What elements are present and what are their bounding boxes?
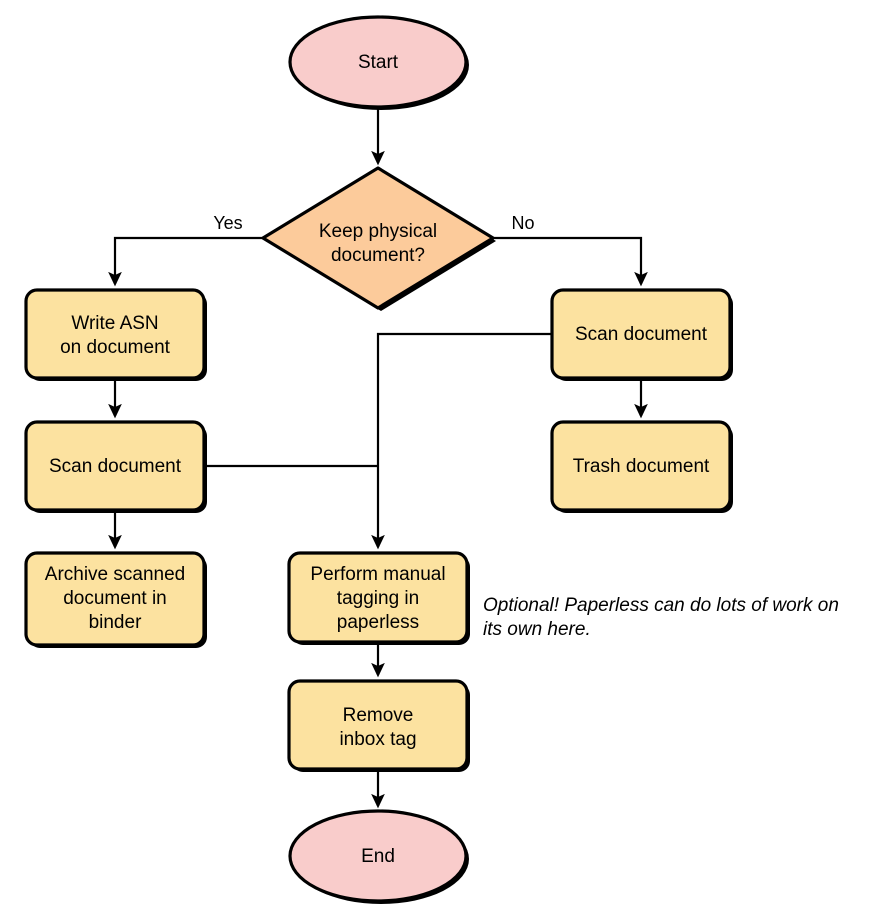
node-archive-scanned-document-in-binder[interactable]: Archive scanned document in binder	[24, 551, 207, 648]
node-perform-manual-tagging-in-paperless[interactable]: Perform manual tagging in paperless	[287, 551, 470, 645]
node-tagging-label-line3: paperless	[337, 612, 419, 633]
node-scan-document-left[interactable]: Scan document	[24, 420, 207, 513]
node-scan-document-right[interactable]: Scan document	[550, 288, 733, 381]
annotation-optional-note: Optional! Paperless can do lots of work …	[483, 595, 839, 640]
node-write-asn-label-line2: on document	[60, 337, 171, 358]
node-tagging-label-line1: Perform manual	[310, 564, 445, 585]
node-write-asn-label-line1: Write ASN	[71, 313, 158, 334]
node-start[interactable]: Start	[288, 15, 469, 110]
node-remove-inbox-tag-label-line1: Remove	[343, 705, 414, 726]
node-archive-label-line1: Archive scanned	[45, 564, 185, 585]
node-start-label: Start	[358, 52, 399, 73]
edge-decision-no-to-scan-right	[493, 236, 648, 287]
node-scan-document-right-label: Scan document	[575, 324, 708, 345]
edge-decision-yes-to-write-asn	[108, 236, 263, 287]
node-scan-document-left-label: Scan document	[49, 456, 182, 477]
edge-scan-right-to-tagging	[371, 332, 552, 550]
node-end[interactable]: End	[288, 809, 469, 904]
node-remove-inbox-tag-label-line2: inbox tag	[339, 729, 416, 750]
node-archive-label-line3: binder	[89, 612, 142, 633]
node-archive-label-line2: document in	[63, 588, 167, 609]
node-trash-document[interactable]: Trash document	[550, 420, 733, 513]
node-trash-document-label: Trash document	[573, 456, 710, 477]
node-write-asn-on-document[interactable]: Write ASN on document	[24, 288, 207, 381]
node-tagging-label-line2: tagging in	[337, 588, 419, 609]
edge-label-yes: Yes	[213, 213, 242, 233]
annotation-line1: Optional! Paperless can do lots of work …	[483, 595, 839, 616]
edges	[108, 108, 648, 809]
node-decision-keep-physical-document[interactable]: Keep physical document?	[261, 166, 496, 311]
node-remove-inbox-tag[interactable]: Remove inbox tag	[287, 679, 470, 772]
edge-label-no: No	[511, 213, 534, 233]
annotation-line2: its own here.	[483, 619, 591, 640]
node-decision-label-line1: Keep physical	[319, 221, 437, 242]
node-end-label: End	[361, 846, 395, 867]
node-decision-label-line2: document?	[331, 245, 425, 266]
